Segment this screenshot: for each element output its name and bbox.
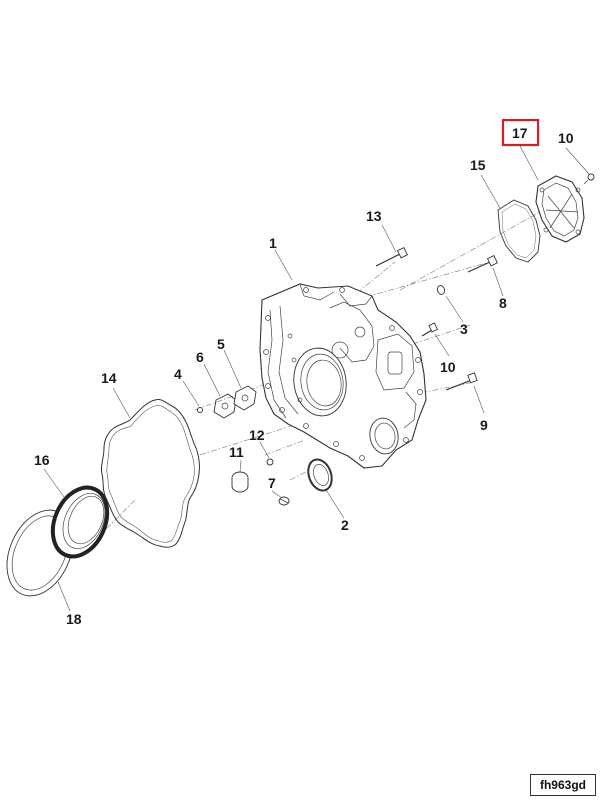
callout-7: 7 <box>268 475 276 491</box>
callout-10-lower: 10 <box>440 359 456 375</box>
part-2-bore-seal <box>307 458 333 492</box>
callout-labels: 1 2 3 4 5 6 7 8 9 10 10 11 12 13 14 15 1… <box>34 125 574 627</box>
callout-17: 17 <box>512 125 528 141</box>
callout-4: 4 <box>174 366 182 382</box>
callout-8: 8 <box>499 295 507 311</box>
callout-10-upper: 10 <box>558 130 574 146</box>
figure-reference-code: fh963gd <box>530 774 596 796</box>
part-3-washer <box>436 285 446 295</box>
callout-3: 3 <box>460 321 468 337</box>
part-7-dowel <box>278 496 290 506</box>
part-14-housing-gasket <box>100 399 200 548</box>
callout-16: 16 <box>34 452 50 468</box>
part-15-cover-gasket <box>497 199 541 263</box>
callout-18: 18 <box>66 611 82 627</box>
callout-13: 13 <box>366 208 382 224</box>
callout-5: 5 <box>217 336 225 352</box>
part-12-washer <box>266 458 274 466</box>
part-13-long-bolt <box>375 247 408 267</box>
part-8-bolt <box>467 255 498 273</box>
part-6-cover-gasket <box>213 393 237 419</box>
highlight-box-17 <box>501 118 540 147</box>
part-16-oil-seal <box>50 485 110 559</box>
part-5-cover-plate <box>233 385 257 411</box>
part-10-short-bolt-lower <box>421 322 439 337</box>
part-17-access-cover <box>535 175 585 243</box>
callout-15: 15 <box>470 157 486 173</box>
leader-lines <box>43 145 590 612</box>
callout-9: 9 <box>480 417 488 433</box>
callout-14: 14 <box>101 370 117 386</box>
callout-1: 1 <box>269 235 277 251</box>
figure-reference-text: fh963gd <box>539 778 586 792</box>
part-1-flywheel-housing <box>259 283 427 469</box>
part-4-bolt <box>197 407 203 413</box>
callout-2: 2 <box>341 517 349 533</box>
callout-12: 12 <box>249 427 265 443</box>
callout-11: 11 <box>229 444 244 460</box>
callout-6: 6 <box>196 349 204 365</box>
part-9-long-bolt <box>445 372 478 391</box>
part-11-plug <box>231 471 249 493</box>
part-10-cover-screw <box>583 173 595 185</box>
